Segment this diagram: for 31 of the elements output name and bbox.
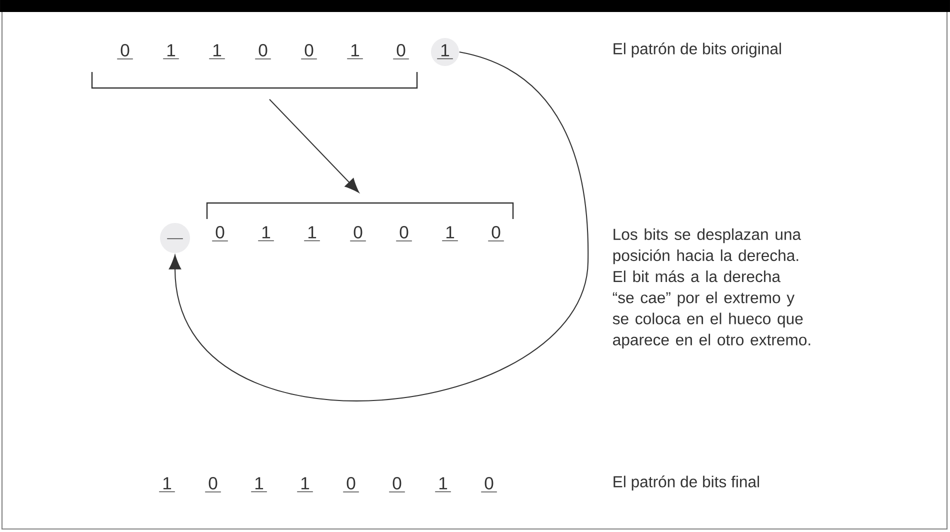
- empty-slot: [160, 223, 190, 253]
- arrow: [269, 99, 360, 193]
- bit: 0: [480, 477, 498, 492]
- description: Los bits se desplazan una posición hacia la derecha. El bit más a la derecha “se cae” por el extremo y se coloca en el hueco que aparece en el otro extremo.: [612, 228, 810, 349]
- bit: 1: [258, 226, 274, 242]
- bit: 0: [116, 44, 134, 60]
- bit: 0: [204, 477, 222, 492]
- bit: 1: [434, 477, 452, 492]
- bit: 1: [442, 226, 458, 242]
- bit: 0: [488, 226, 504, 242]
- arrow: [168, 52, 589, 401]
- bit: 1: [162, 44, 180, 60]
- bracket: [206, 202, 514, 219]
- bit: 1: [304, 226, 320, 242]
- bit: 0: [388, 477, 406, 492]
- bit: 0: [342, 477, 360, 492]
- bit: 0: [350, 226, 366, 242]
- caption: El patrón de bits original: [614, 42, 781, 58]
- bit: 1: [346, 44, 364, 60]
- bit: 1: [250, 477, 268, 492]
- bit: 0: [396, 226, 412, 242]
- highlighted-bit: 1: [431, 38, 459, 66]
- bit: 0: [212, 226, 228, 242]
- bit: 1: [158, 477, 176, 492]
- bit: 0: [254, 44, 272, 60]
- bit: 1: [296, 477, 314, 492]
- bracket: [91, 72, 418, 89]
- bit: 0: [300, 44, 318, 60]
- bit: 1: [208, 44, 226, 60]
- bit: 0: [392, 44, 410, 60]
- caption: El patrón de bits final: [614, 476, 759, 490]
